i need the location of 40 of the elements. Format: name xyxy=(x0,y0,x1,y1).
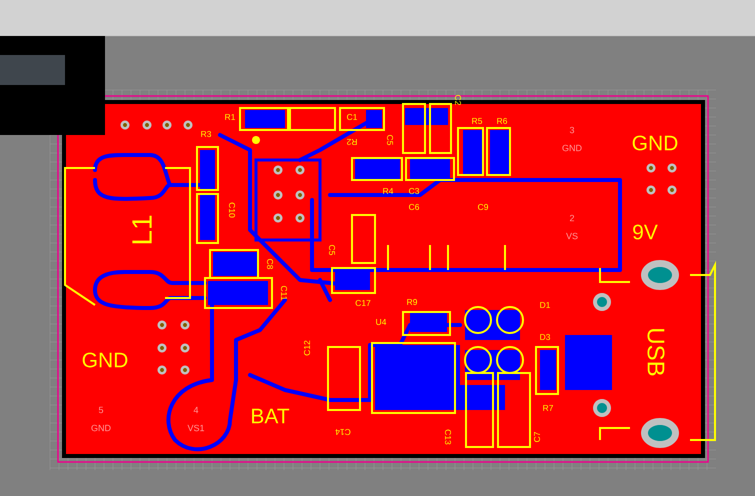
net-label: 4 xyxy=(194,406,198,414)
net-label: 5 xyxy=(98,406,104,414)
silkscreen-label: C2 xyxy=(455,95,461,105)
silkscreen-label: GND xyxy=(82,352,128,368)
silkscreen-label: R3 xyxy=(201,131,212,137)
silkscreen-label: C8 xyxy=(267,259,273,270)
silkscreen-label: U4 xyxy=(376,319,386,325)
silkscreen-label: C11 xyxy=(281,286,287,300)
silkscreen-label: C6 xyxy=(409,204,420,210)
silkscreen-label: R4 xyxy=(383,188,394,194)
silkscreen-label: R9 xyxy=(407,299,418,305)
silkscreen-label: C13 xyxy=(445,430,451,444)
net-label: VS1 xyxy=(188,424,204,432)
silkscreen-label: C17 xyxy=(356,300,370,306)
silkscreen-label: D1 xyxy=(540,302,550,308)
silkscreen-label: L1 xyxy=(132,216,152,244)
silkscreen-label: C12 xyxy=(304,340,310,356)
silkscreen-label: C10 xyxy=(229,202,235,218)
silkscreen-label: C5 xyxy=(387,135,393,146)
silkscreen-label: R7 xyxy=(543,405,553,411)
silkscreen-label: R1 xyxy=(225,114,236,120)
silkscreen-label: C9 xyxy=(478,204,488,210)
net-label: VS xyxy=(566,232,578,240)
net-label: GND xyxy=(91,424,111,432)
silkscreen-label: C1 xyxy=(347,114,358,120)
silkscreen-label: C3 xyxy=(409,188,420,194)
silkscreen-label: R2 xyxy=(347,139,357,145)
silkscreen-label: BAT xyxy=(252,408,290,424)
silkscreen-label: C5 xyxy=(329,245,335,256)
silkscreen-label: USB xyxy=(648,329,664,376)
silkscreen-label: R6 xyxy=(497,118,508,124)
silkscreen-label: 9V xyxy=(633,224,658,240)
net-label: GND xyxy=(562,144,582,152)
silkscreen-label: D3 xyxy=(540,334,550,340)
silkscreen-label: R5 xyxy=(472,118,482,124)
net-label: 2 xyxy=(570,214,574,222)
silkscreen-label: C14 xyxy=(335,429,350,435)
silkscreen-label: C7 xyxy=(534,432,540,442)
net-label: 3 xyxy=(570,126,574,134)
silkscreen-label: GND xyxy=(632,136,678,150)
